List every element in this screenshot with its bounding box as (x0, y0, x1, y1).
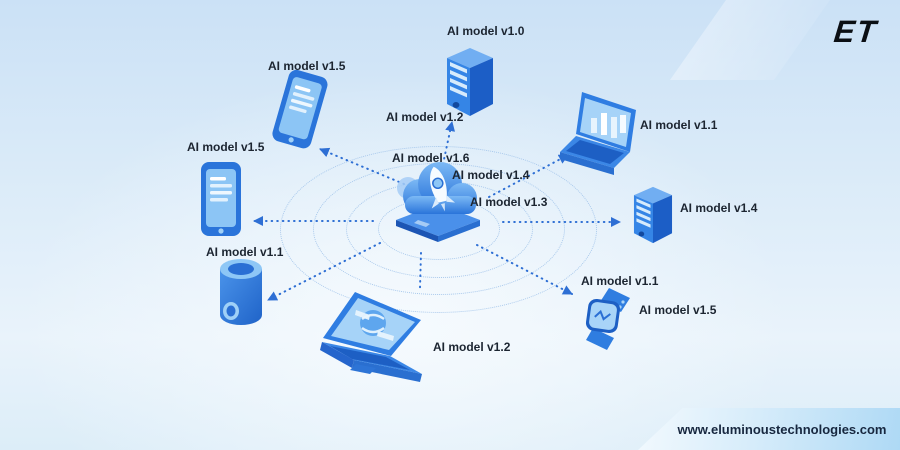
label-server-top: AI model v1.0 (447, 24, 525, 38)
arrow-to-watch (476, 244, 573, 295)
label-hub-arrow-4: AI model v1.3 (470, 195, 548, 209)
cloud-hub-icon (378, 150, 498, 255)
label-server-right: AI model v1.4 (680, 201, 758, 215)
smartwatch-icon (583, 288, 641, 357)
smart-speaker-icon (215, 255, 267, 338)
label-hub-arrow-1: AI model v1.2 (386, 110, 464, 124)
label-hub-arrow-3: AI model v1.4 (452, 168, 530, 182)
footer-band: www.eluminoustechnologies.com (638, 408, 900, 450)
rocket-icon (430, 166, 456, 212)
smartphone-left-icon (198, 160, 244, 245)
arrow-to-speaker (267, 242, 381, 301)
laptop-top-right-icon (558, 90, 640, 181)
label-hub-arrow-2: AI model v1.6 (392, 151, 470, 165)
server-top-icon (441, 46, 499, 123)
server-right-icon (629, 180, 677, 255)
label-phone-left: AI model v1.5 (187, 140, 265, 154)
ripple-ellipse (280, 146, 597, 313)
smartphone-top-left-icon (265, 65, 333, 159)
label-speaker: AI model v1.1 (206, 245, 284, 259)
label-watch-top: AI model v1.1 (581, 274, 659, 288)
label-laptop-bottom: AI model v1.2 (433, 340, 511, 354)
arrow-to-phone-top-left (319, 147, 405, 185)
arrow-to-laptop-top-right (488, 154, 569, 198)
laptop-bottom-icon (318, 290, 430, 399)
arrow-to-server-top (442, 121, 456, 165)
arrow-to-laptop-bottom (419, 252, 422, 289)
label-phone-top-left: AI model v1.5 (268, 59, 346, 73)
website-url: www.eluminoustechnologies.com (677, 421, 887, 437)
label-laptop-top-right: AI model v1.1 (640, 118, 718, 132)
label-watch-right: AI model v1.5 (639, 303, 717, 317)
